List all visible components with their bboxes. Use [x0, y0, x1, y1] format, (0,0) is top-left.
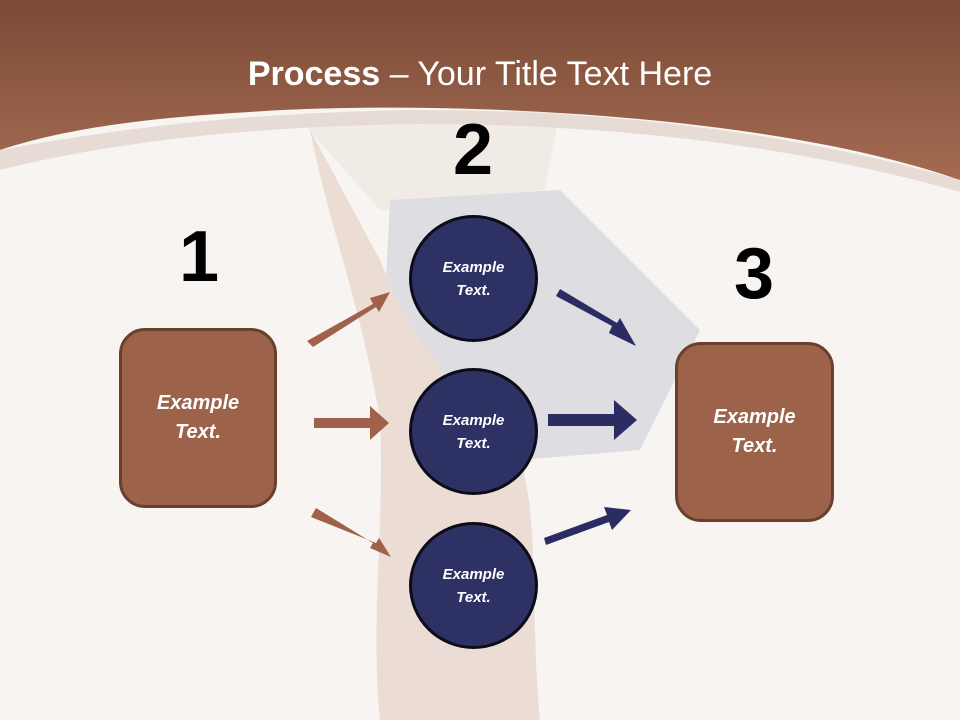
title-rest: – Your Title Text Here [380, 55, 713, 93]
arrow-from-circle-middle [548, 400, 637, 440]
arrow-to-circle-top [307, 292, 390, 347]
step-number-2: 2 [452, 110, 494, 190]
circle-middle-label: Example Text. [442, 411, 505, 452]
step-number-3: 3 [733, 234, 775, 314]
circle-top-label: Example Text. [442, 258, 505, 299]
step-1-label: Example Text. [156, 392, 240, 443]
step-3-label: Example Text. [713, 406, 796, 457]
header-curve-highlight [0, 110, 960, 192]
step-1-box: Example Text. [119, 328, 277, 508]
arrow-from-circle-bottom [544, 507, 631, 545]
step-3-box: Example Text. [675, 342, 834, 522]
title-bold: Process [247, 55, 381, 93]
circle-bottom-label: Example Text. [442, 565, 505, 606]
step-2-circle-middle: Example Text. [409, 368, 538, 495]
arrow-from-circle-top [556, 289, 636, 346]
slide-title: Process – Your Title Text Here [0, 52, 960, 96]
step-2-circle-top: Example Text. [409, 215, 538, 342]
arrow-to-circle-middle [314, 406, 389, 440]
arrow-to-circle-bottom [311, 508, 391, 557]
step-2-circle-bottom: Example Text. [409, 522, 538, 649]
header-band [0, 0, 960, 180]
step-number-1: 1 [178, 217, 220, 297]
